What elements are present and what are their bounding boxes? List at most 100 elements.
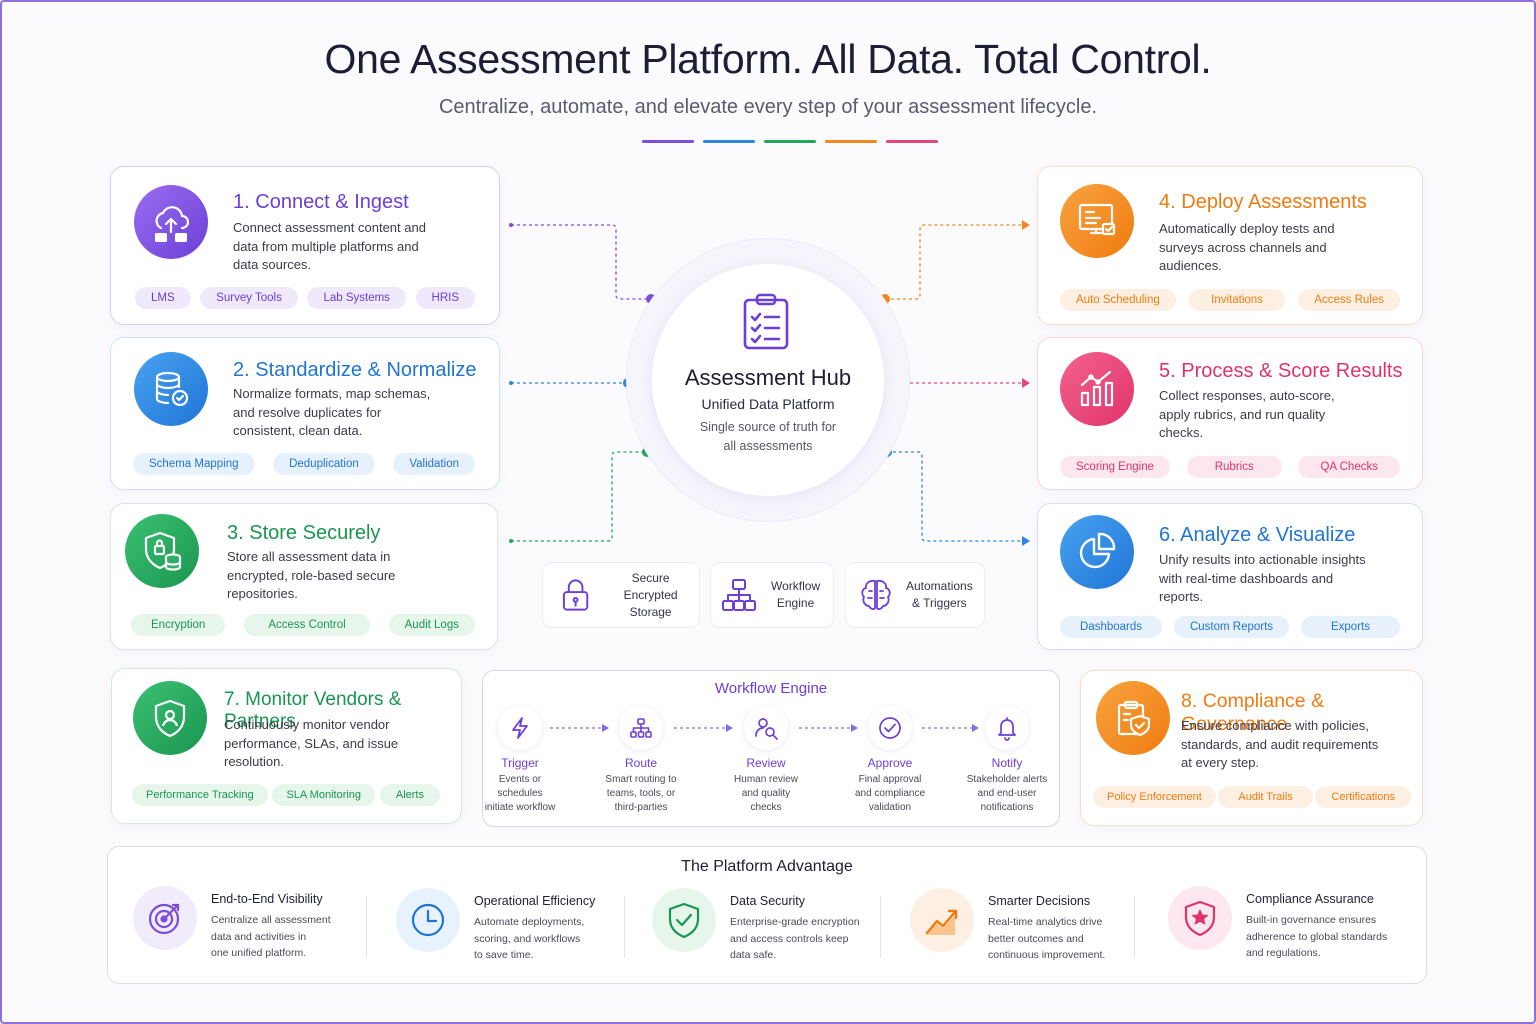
card-6-line3: reports.	[1159, 589, 1204, 604]
check-circle-icon	[868, 706, 912, 750]
tag-performance-tracking[interactable]: Performance Tracking	[132, 784, 268, 806]
workflow-engine-panel	[482, 670, 1060, 827]
card-8-title: Compliance & Governance	[1181, 690, 1325, 735]
workflow-title: Workflow Engine	[714, 680, 828, 697]
advantage-decisions-desc: continuous improvement.	[988, 949, 1106, 961]
card-1-line3: data sources.	[233, 257, 312, 272]
tag-sla-monitoring[interactable]: SLA Monitoring	[272, 784, 376, 806]
workflow-step-name: Review	[746, 756, 786, 770]
workflow-step-name: Notify	[991, 756, 1023, 770]
card-3-title: Store Securely	[249, 522, 381, 544]
tag-schema-mapping[interactable]: Schema Mapping	[133, 453, 255, 475]
workflow-icon	[722, 579, 756, 611]
card-compliance-governance[interactable]: 8. Compliance & Governance Ensure compli…	[1080, 670, 1423, 826]
workflow-step-desc: Stakeholder alerts	[966, 774, 1048, 785]
tag-auto-scheduling[interactable]: Auto Scheduling	[1060, 289, 1176, 311]
card-process-score[interactable]: 5. Process & Score Results Collect respo…	[1037, 337, 1423, 490]
card-8-line3: at every step.	[1181, 755, 1260, 770]
advantage-divider	[1134, 896, 1135, 958]
hub-desc-line2: all assessments	[723, 439, 813, 453]
feature-workflow-engine[interactable]: Workflow Engine	[710, 562, 834, 628]
tag-encryption[interactable]: Encryption	[131, 614, 226, 636]
workflow-step-route[interactable]: Route Smart routing to teams, tools, or …	[586, 706, 696, 815]
workflow-step-desc: initiate workflow	[484, 802, 556, 813]
workflow-step-desc: Events or	[498, 774, 542, 785]
accent-bar-pink	[886, 140, 938, 143]
feature-secure-storage[interactable]: Secure Encrypted Storage	[542, 562, 700, 628]
workflow-step-notify[interactable]: Notify Stakeholder alerts and end-user n…	[952, 706, 1062, 815]
lightning-icon	[498, 706, 542, 750]
tag-audit-logs[interactable]: Audit Logs	[388, 614, 475, 636]
card-store-securely[interactable]: 3. Store Securely Store all assessment d…	[110, 503, 498, 650]
card-3-num: 3.	[227, 522, 244, 544]
advantage-visibility-desc: Centralize all assessment	[211, 914, 331, 926]
advantage-security-title: Data Security	[730, 894, 806, 908]
feature-automations[interactable]: Automations & Triggers	[845, 562, 985, 628]
advantage-compliance-desc: Built-in governance ensures	[1246, 914, 1377, 926]
card-8-num: 8.	[1181, 690, 1198, 712]
card-2-line1: Normalize formats, map schemas,	[233, 386, 431, 401]
card-4-line2: surveys across channels and	[1159, 239, 1327, 255]
tag-lab-systems[interactable]: Lab Systems	[307, 287, 406, 309]
card-5-num: 5.	[1159, 360, 1176, 382]
tag-qa-checks[interactable]: QA Checks	[1298, 456, 1400, 478]
workflow-step-desc: and compliance	[854, 788, 926, 799]
tag-policy-enforcement[interactable]: Policy Enforcement	[1093, 786, 1216, 808]
card-monitor-vendors[interactable]: 7. Monitor Vendors & Partners Continuous…	[111, 668, 462, 824]
tag-lms[interactable]: LMS	[135, 287, 191, 309]
advantage-decisions-title: Smarter Decisions	[988, 894, 1091, 908]
accent-bar-orange	[825, 140, 877, 143]
advantage-efficiency-desc: scoring, and workflows	[474, 932, 581, 945]
advantage-decisions-desc: better outcomes and	[988, 932, 1084, 945]
tag-invitations[interactable]: Invitations	[1189, 289, 1285, 311]
clock-icon	[396, 888, 460, 952]
tag-audit-trails[interactable]: Audit Trails	[1218, 786, 1313, 808]
card-3-line3: repositories.	[227, 586, 298, 601]
advantage-security-desc: Enterprise-grade encryption	[730, 916, 860, 928]
card-analyze-visualize[interactable]: 6. Analyze & Visualize Unify results int…	[1037, 503, 1423, 650]
tag-survey-tools[interactable]: Survey Tools	[200, 287, 298, 309]
workflow-step-desc: Human review	[734, 774, 798, 785]
lock-icon	[562, 579, 589, 611]
card-5-title: Process & Score Results	[1181, 360, 1403, 382]
tag-alerts[interactable]: Alerts	[379, 784, 440, 806]
workflow-step-trigger[interactable]: Trigger Events or schedules initiate wor…	[465, 706, 575, 815]
tag-rubrics[interactable]: Rubrics	[1186, 456, 1282, 478]
advantage-title: The Platform Advantage	[681, 858, 853, 875]
advantage-efficiency-desc: to save time.	[474, 949, 534, 961]
card-1-title: Connect & Ingest	[255, 191, 409, 213]
accent-bar-purple	[642, 140, 694, 143]
tag-hris[interactable]: HRIS	[415, 287, 475, 309]
card-4-line3: audiences.	[1159, 258, 1222, 273]
shield-check-icon	[652, 888, 716, 952]
tag-scoring-engine[interactable]: Scoring Engine	[1060, 456, 1170, 478]
feature-workflow-line2: Engine	[776, 596, 815, 610]
card-standardize-normalize[interactable]: 2. Standardize & Normalize Normalize for…	[110, 337, 500, 490]
workflow-step-desc: and end-user	[977, 788, 1037, 799]
hub-title: Assessment Hub	[684, 365, 852, 390]
card-connect-ingest[interactable]: 1. Connect & Ingest Connect assessment c…	[110, 166, 500, 325]
card-7-line1: Continuously monitor vendor	[224, 717, 390, 732]
tag-access-rules[interactable]: Access Rules	[1298, 289, 1400, 311]
card-deploy-assessments[interactable]: 4. Deploy Assessments Automatically depl…	[1037, 166, 1423, 325]
tag-custom-reports[interactable]: Custom Reports	[1173, 616, 1290, 638]
tag-certifications[interactable]: Certifications	[1315, 786, 1411, 808]
workflow-step-review[interactable]: Review Human review and quality checks	[711, 706, 821, 815]
accent-bar-blue	[703, 140, 755, 143]
feature-secure-line1: Secure	[631, 570, 670, 585]
card-1-line1: Connect assessment content and	[233, 220, 426, 235]
tag-validation[interactable]: Validation	[393, 453, 475, 475]
tag-deduplication[interactable]: Deduplication	[273, 453, 375, 475]
workflow-step-desc: validation	[868, 802, 912, 813]
feature-workflow-line1: Workflow	[771, 579, 821, 593]
tag-exports[interactable]: Exports	[1300, 616, 1400, 638]
card-7-title: Monitor Vendors & Partners	[224, 689, 402, 732]
tag-access-control[interactable]: Access Control	[244, 614, 370, 636]
workflow-step-approve[interactable]: Approve Final approval and compliance va…	[835, 706, 945, 815]
page-subtitle: Centralize, automate, and elevate every …	[438, 96, 1098, 118]
advantage-visibility-desc: one unified platform.	[211, 947, 307, 959]
tag-dashboards[interactable]: Dashboards	[1060, 616, 1163, 638]
page-title: One Assessment Platform. All Data. Total…	[324, 36, 1212, 82]
workflow-step-name: Trigger	[501, 756, 539, 770]
